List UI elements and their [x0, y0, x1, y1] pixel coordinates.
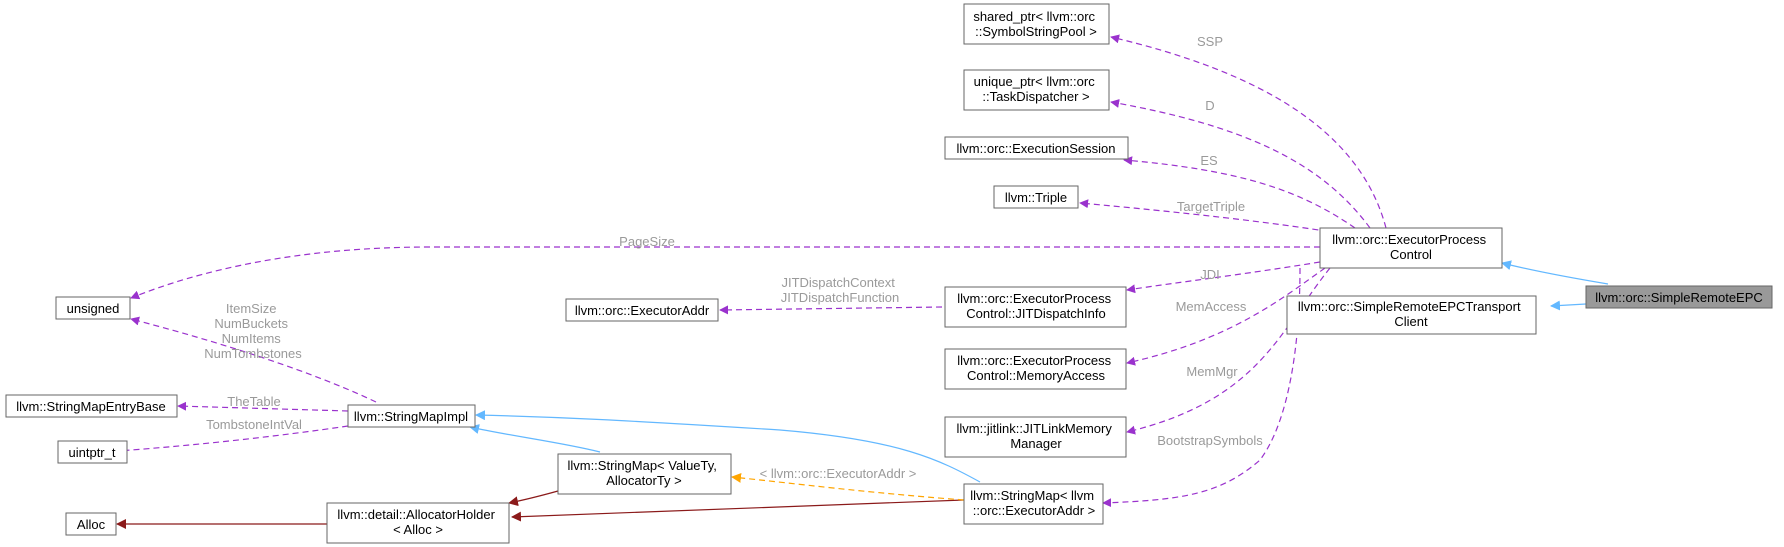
edge-label-d: D [1205, 98, 1214, 113]
edge-label-page-size: PageSize [619, 234, 675, 249]
node-string-map-entry-base[interactable]: llvm::StringMapEntryBase [5, 394, 178, 418]
svg-text:llvm::orc::SimpleRemoteEPCTran: llvm::orc::SimpleRemoteEPCTransport Clie… [1298, 299, 1524, 329]
edge-simpleremoteepc-transportclient [1550, 300, 1587, 311]
svg-text:llvm::orc::ExecutionSession: llvm::orc::ExecutionSession [957, 141, 1116, 156]
svg-text:llvm::orc::ExecutorAddr: llvm::orc::ExecutorAddr [575, 303, 710, 318]
svg-text:llvm::orc::SimpleRemoteEPC: llvm::orc::SimpleRemoteEPC [1595, 290, 1763, 305]
edge-tombstone-int-val [117, 425, 349, 455]
node-jit-dispatch-info[interactable]: llvm::orc::ExecutorProcess Control::JITD… [944, 286, 1127, 328]
svg-text:Alloc: Alloc [77, 517, 106, 532]
edge-label-jit-dispatch: JITDispatchContext JITDispatchFunction [781, 275, 900, 305]
edge-template-instantiation [731, 472, 965, 501]
edge-simpleremoteepc-executorprocesscontrol [1501, 260, 1609, 285]
edge-stringmap-executoraddr-allocatorholder [511, 499, 965, 522]
node-shared-ptr-symbol-string-pool[interactable]: shared_ptr< llvm::orc ::SymbolStringPool… [963, 3, 1110, 45]
edge-mem-mgr [1126, 267, 1331, 435]
node-execution-session[interactable]: llvm::orc::ExecutionSession [944, 136, 1129, 160]
svg-text:uintptr_t: uintptr_t [69, 445, 116, 460]
svg-text:llvm::StringMapImpl: llvm::StringMapImpl [354, 409, 468, 424]
edge-stringmap-executoraddr-stringmapimpl [475, 410, 981, 483]
edge-the-table [177, 401, 349, 412]
edge-target-triple [1079, 199, 1339, 234]
svg-text:unsigned: unsigned [67, 301, 120, 316]
svg-text:llvm::orc::ExecutorProcess: llvm::orc::ExecutorProcess Control [1332, 232, 1490, 262]
edge-d [1110, 98, 1371, 229]
edge-label-ssp: SSP [1197, 34, 1223, 49]
svg-text:llvm::Triple: llvm::Triple [1005, 190, 1067, 205]
node-unsigned[interactable]: unsigned [55, 296, 131, 320]
node-allocator-holder[interactable]: llvm::detail::AllocatorHolder < Alloc > [326, 502, 510, 544]
edge-label-mem-access: MemAccess [1176, 299, 1247, 314]
edge-stringmap-template-allocatorholder [508, 490, 559, 507]
svg-text:llvm::orc::ExecutorProcess: llvm::orc::ExecutorProcess Control::JITD… [957, 291, 1115, 321]
node-transport-client[interactable]: llvm::orc::SimpleRemoteEPCTransport Clie… [1286, 295, 1537, 335]
node-stringmap-executor-addr[interactable]: llvm::StringMap< llvm ::orc::ExecutorAdd… [963, 483, 1104, 525]
node-executor-addr[interactable]: llvm::orc::ExecutorAddr [565, 298, 719, 322]
svg-text:llvm::orc::ExecutorProcess: llvm::orc::ExecutorProcess Control::Memo… [957, 353, 1115, 383]
edge-label-jdi: JDI [1200, 267, 1220, 282]
svg-text:shared_ptr< llvm::orc ::: shared_ptr< llvm::orc ::SymbolStringPool… [973, 9, 1098, 39]
node-simple-remote-epc[interactable]: llvm::orc::SimpleRemoteEPC [1585, 285, 1773, 309]
svg-text:llvm::StringMapEntryBase: llvm::StringMapEntryBase [16, 399, 166, 414]
edge-jdi [1126, 261, 1321, 294]
edge-label-bootstrap-symbols: BootstrapSymbols [1157, 433, 1263, 448]
edge-label-mem-mgr: MemMgr [1186, 364, 1238, 379]
edge-label-es: ES [1200, 153, 1218, 168]
edge-ssp [1110, 34, 1387, 229]
node-uintptr-t[interactable]: uintptr_t [57, 440, 128, 464]
edge-mem-access [1126, 267, 1326, 366]
svg-text:unique_ptr< llvm::orc ::: unique_ptr< llvm::orc ::TaskDispatcher > [974, 74, 1099, 104]
svg-text:llvm::StringMap< ValueTy,: llvm::StringMap< ValueTy, AllocatorTy > [567, 458, 720, 488]
node-string-map-impl[interactable]: llvm::StringMapImpl [347, 404, 476, 428]
edge-stringmap-template-stringmapimpl [469, 424, 601, 453]
edge-jit-dispatch [719, 305, 943, 315]
edge-stringmapimpl-unsigned [130, 316, 377, 403]
edge-label-stringmapimpl-unsigned: ItemSize NumBuckets NumItems NumTombston… [204, 301, 302, 361]
edge-label-target-triple: TargetTriple [1177, 199, 1245, 214]
node-memory-access[interactable]: llvm::orc::ExecutorProcess Control::Memo… [944, 348, 1127, 390]
node-jitlink-memory-manager[interactable]: llvm::jitlink::JITLinkMemory Manager [944, 416, 1127, 458]
svg-text:llvm::jitlink::JITLinkMemory: llvm::jitlink::JITLinkMemory Manager [957, 421, 1116, 451]
node-unique-ptr-task-dispatcher[interactable]: unique_ptr< llvm::orc ::TaskDispatcher > [963, 69, 1110, 111]
svg-text:llvm::StringMap< llvm ::: llvm::StringMap< llvm ::orc::ExecutorAdd… [970, 488, 1098, 518]
node-executor-process-control[interactable]: llvm::orc::ExecutorProcess Control [1319, 227, 1503, 269]
edge-es [1123, 156, 1356, 229]
edge-page-size [130, 246, 1320, 300]
node-string-map-template[interactable]: llvm::StringMap< ValueTy, AllocatorTy > [557, 453, 732, 495]
edge-label-the-table: TheTable [227, 394, 280, 409]
edge-label-tombstone-int-val: TombstoneIntVal [206, 417, 302, 432]
edge-label-template-arg: < llvm::orc::ExecutorAddr > [760, 466, 917, 481]
node-alloc[interactable]: Alloc [65, 512, 117, 536]
node-triple[interactable]: llvm::Triple [993, 185, 1079, 209]
svg-text:llvm::detail::AllocatorHolder: llvm::detail::AllocatorHolder < Alloc > [337, 507, 498, 537]
